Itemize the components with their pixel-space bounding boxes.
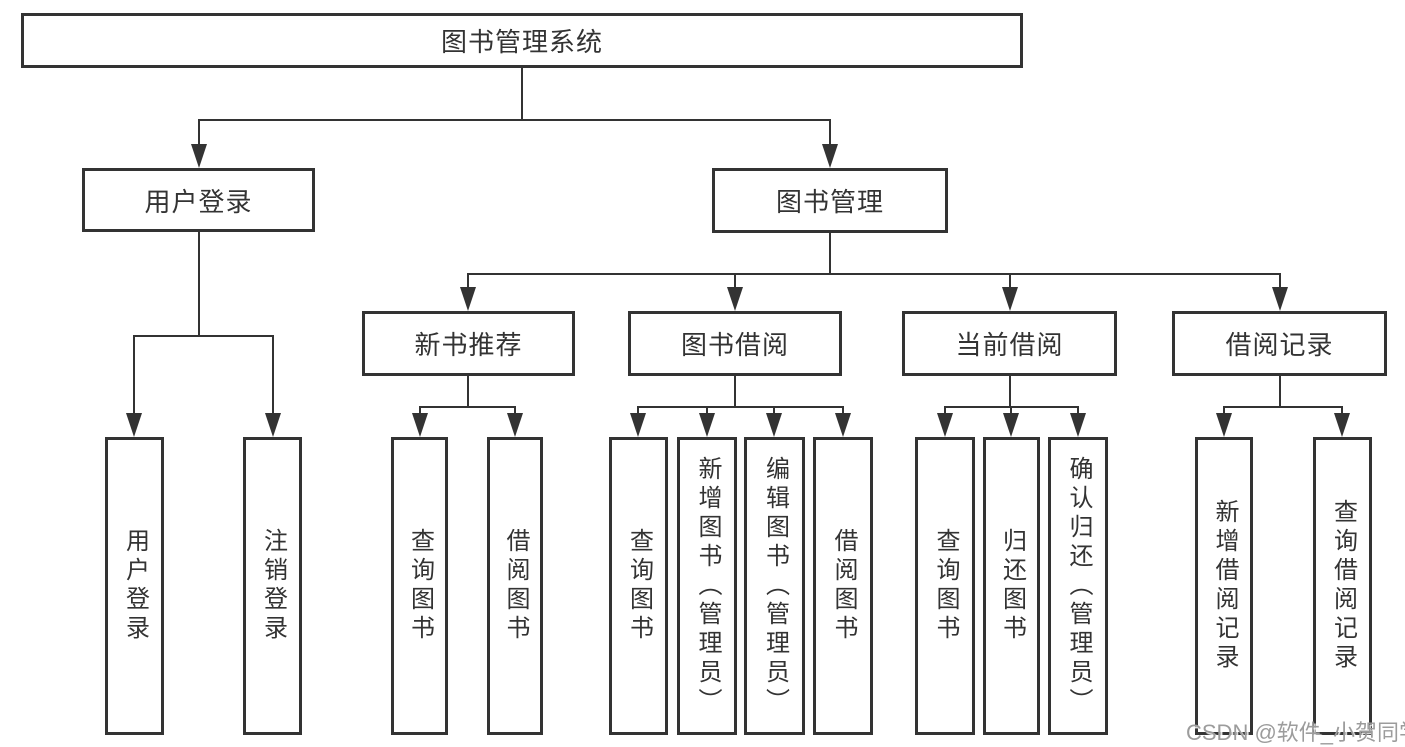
node-root: 图书管理系统 <box>21 13 1023 68</box>
leaf-records-query-label: 查询借阅记录 <box>1329 499 1357 673</box>
connector-drop-bookborrow-leaf2 <box>706 406 708 413</box>
connector-newbooks-stem <box>467 376 469 406</box>
connector-user-hbar <box>133 335 274 337</box>
node-current-borrow-label: 当前借阅 <box>955 330 1064 360</box>
leaf-borrow-edit: 编辑图书（管理员） <box>744 437 805 735</box>
connector-bookmgmt-hbar <box>467 273 1281 275</box>
connector-records-hbar <box>1223 406 1343 408</box>
arrowhead-currentborrow-leaf3 <box>1070 413 1086 437</box>
leaf-records-add: 新增借阅记录 <box>1195 437 1253 735</box>
arrowhead-new-books <box>460 287 476 311</box>
arrowhead-current-borrow <box>1002 287 1018 311</box>
node-user-login-label: 用户登录 <box>144 186 253 217</box>
connector-drop-book-borrow <box>734 273 736 287</box>
node-root-label: 图书管理系统 <box>440 27 603 57</box>
node-new-books: 新书推荐 <box>362 311 575 376</box>
connector-drop-records-leaf2 <box>1341 406 1343 413</box>
node-book-borrow: 图书借阅 <box>628 311 842 376</box>
leaf-user-login: 用户登录 <box>105 437 164 735</box>
connector-drop-user-login <box>198 119 200 145</box>
connector-drop-newbooks-leaf2 <box>514 406 516 413</box>
arrowhead-book-borrow <box>727 287 743 311</box>
node-borrow-records-label: 借阅记录 <box>1225 330 1334 360</box>
connector-root-stem <box>521 68 523 119</box>
node-borrow-records: 借阅记录 <box>1172 311 1387 376</box>
node-new-books-label: 新书推荐 <box>414 330 523 360</box>
arrowhead-bookborrow-leaf1 <box>630 413 646 437</box>
csdn-watermark: CSDN @软件_小贺同学 <box>1186 720 1405 745</box>
connector-drop-records-leaf1 <box>1223 406 1225 413</box>
arrowhead-user-login <box>191 144 207 168</box>
connector-records-stem <box>1279 376 1281 406</box>
leaf-current-confirm: 确认归还（管理员） <box>1048 437 1108 735</box>
leaf-user-login-label: 用户登录 <box>121 528 149 644</box>
leaf-current-return-label: 归还图书 <box>998 528 1026 644</box>
connector-drop-bookborrow-leaf4 <box>842 406 844 413</box>
arrowhead-borrow-records <box>1272 287 1288 311</box>
leaf-records-add-label: 新增借阅记录 <box>1211 499 1238 673</box>
arrowhead-book-mgmt <box>822 144 838 168</box>
connector-drop-bookborrow-leaf1 <box>637 406 639 413</box>
connector-drop-user-leaf2 <box>272 335 274 413</box>
node-book-mgmt-label: 图书管理 <box>775 187 884 217</box>
connector-drop-bookborrow-leaf3 <box>773 406 775 413</box>
leaf-borrow-edit-label: 编辑图书（管理员） <box>761 455 789 717</box>
arrowhead-bookborrow-leaf3 <box>766 413 782 437</box>
connector-drop-currentborrow-leaf2 <box>1010 406 1012 413</box>
connector-currentborrow-stem <box>1009 376 1011 406</box>
connector-drop-newbooks-leaf1 <box>419 406 421 413</box>
arrowhead-currentborrow-leaf1 <box>937 413 953 437</box>
leaf-current-return: 归还图书 <box>983 437 1040 735</box>
arrowhead-bookborrow-leaf2 <box>699 413 715 437</box>
connector-drop-current-borrow <box>1009 273 1011 287</box>
arrowhead-bookborrow-leaf4 <box>835 413 851 437</box>
arrowhead-records-leaf1 <box>1216 413 1232 437</box>
arrowhead-newbooks-leaf1 <box>412 413 428 437</box>
leaf-borrow-borrow-label: 借阅图书 <box>830 528 857 644</box>
leaf-borrow-borrow: 借阅图书 <box>813 437 873 735</box>
node-book-mgmt: 图书管理 <box>712 168 948 233</box>
connector-drop-borrow-records <box>1279 273 1281 287</box>
connector-root-hbar <box>198 119 831 121</box>
arrowhead-user-leaf1 <box>126 413 142 437</box>
connector-bookborrow-hbar <box>637 406 844 408</box>
leaf-newbooks-query: 查询图书 <box>391 437 448 735</box>
connector-drop-currentborrow-leaf1 <box>944 406 946 413</box>
connector-drop-user-leaf1 <box>133 335 135 413</box>
arrowhead-newbooks-leaf2 <box>507 413 523 437</box>
connector-user-stem <box>198 232 200 335</box>
leaf-newbooks-borrow: 借阅图书 <box>487 437 543 735</box>
arrowhead-records-leaf2 <box>1334 413 1350 437</box>
node-user-login: 用户登录 <box>82 168 315 232</box>
leaf-newbooks-borrow-label: 借阅图书 <box>502 528 529 644</box>
connector-bookborrow-stem <box>734 376 736 406</box>
node-current-borrow: 当前借阅 <box>902 311 1117 376</box>
leaf-borrow-add: 新增图书（管理员） <box>677 437 737 735</box>
connector-drop-currentborrow-leaf3 <box>1077 406 1079 413</box>
leaf-newbooks-query-label: 查询图书 <box>406 528 434 644</box>
leaf-borrow-query: 查询图书 <box>609 437 668 735</box>
leaf-records-query: 查询借阅记录 <box>1313 437 1372 735</box>
leaf-borrow-query-label: 查询图书 <box>625 528 653 644</box>
leaf-borrow-add-label: 新增图书（管理员） <box>694 455 721 717</box>
leaf-current-confirm-label: 确认归还（管理员） <box>1065 455 1092 717</box>
connector-newbooks-hbar <box>419 406 516 408</box>
connector-drop-new-books <box>467 273 469 287</box>
leaf-current-query: 查询图书 <box>915 437 975 735</box>
connector-bookmgmt-stem <box>829 233 831 273</box>
arrowhead-user-leaf2 <box>265 413 281 437</box>
leaf-logout-label: 注销登录 <box>259 528 287 644</box>
node-book-borrow-label: 图书借阅 <box>680 330 789 360</box>
connector-drop-book-mgmt <box>829 119 831 145</box>
arrowhead-currentborrow-leaf2 <box>1003 413 1019 437</box>
leaf-current-query-label: 查询图书 <box>932 528 959 644</box>
leaf-logout: 注销登录 <box>243 437 302 735</box>
